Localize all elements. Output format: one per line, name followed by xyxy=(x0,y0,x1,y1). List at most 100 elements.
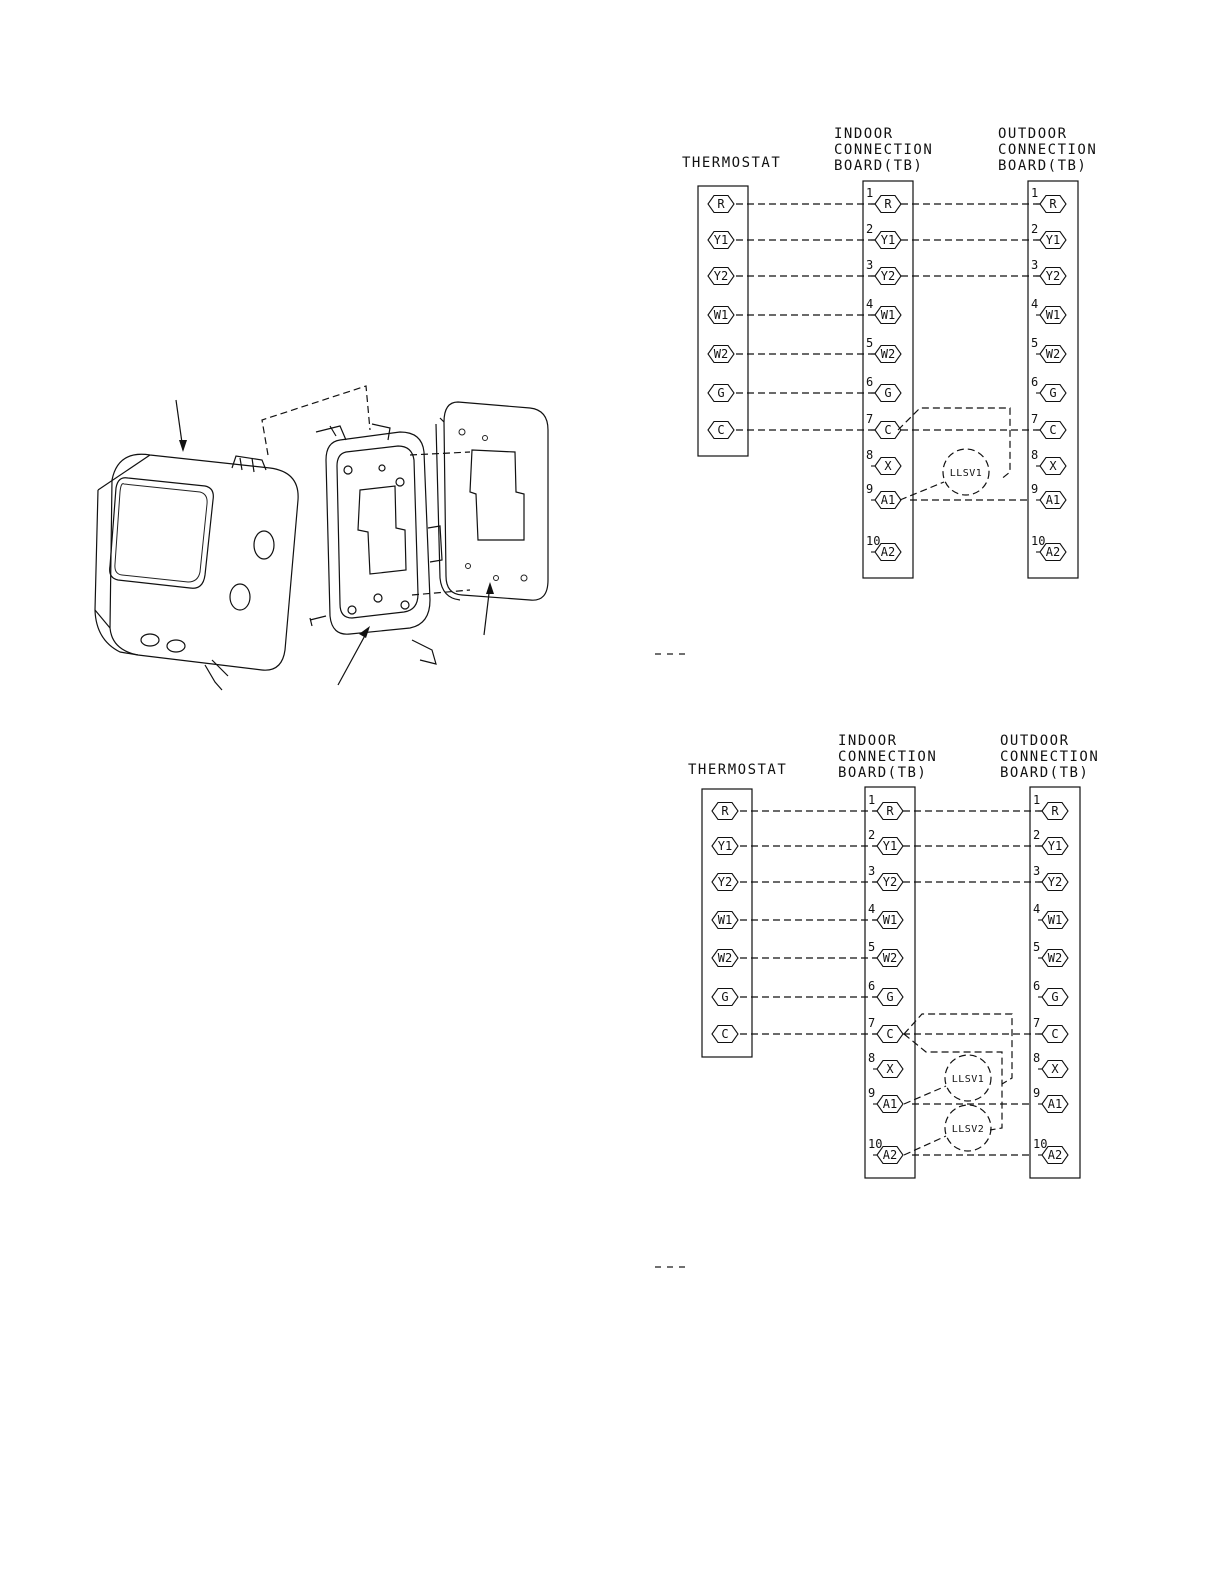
outdoor-w2-terminal-icon xyxy=(1041,948,1069,968)
outdoor-r-terminal-icon xyxy=(1041,801,1069,821)
outdoor-y1-terminal-icon xyxy=(1039,230,1067,250)
thermostat-c-terminal-label: C xyxy=(721,1027,728,1041)
outdoor-terminal-number-7: 7 xyxy=(1033,1016,1040,1030)
indoor-a2-terminal-icon xyxy=(874,542,902,562)
thermostat-c-terminal-label: C xyxy=(717,423,724,437)
thermostat-w1-terminal-icon xyxy=(711,910,739,930)
indoor-board-label-line2: CONNECTION xyxy=(838,749,937,765)
indoor-w1-terminal-label: W1 xyxy=(881,308,895,322)
indoor-terminal-number-6: 6 xyxy=(866,375,873,389)
indoor-x-terminal-label: X xyxy=(886,1062,894,1076)
outdoor-board-label-line2: CONNECTION xyxy=(1000,749,1099,765)
indoor-x-terminal-label: X xyxy=(884,459,892,473)
indoor-g-terminal-label: G xyxy=(884,386,891,400)
indoor-terminal-number-1: 1 xyxy=(866,186,873,200)
outdoor-y2-terminal-icon xyxy=(1041,872,1069,892)
indoor-g-terminal-icon xyxy=(874,383,902,403)
outdoor-board-label-line1: OUTDOOR xyxy=(1000,733,1070,749)
llsv2-solenoid xyxy=(944,1104,992,1152)
indoor-r-terminal-icon xyxy=(874,194,902,214)
thermostat-w2-terminal-icon xyxy=(707,344,735,364)
outdoor-terminal-number-7: 7 xyxy=(1031,412,1038,426)
outdoor-y2-terminal-label: Y2 xyxy=(1046,269,1060,283)
outdoor-a2-terminal-icon xyxy=(1041,1145,1069,1165)
thermostat-label: THERMOSTAT xyxy=(688,762,787,778)
outdoor-terminal-number-9: 9 xyxy=(1031,482,1038,496)
indoor-terminal-number-4: 4 xyxy=(868,902,875,916)
thermostat-y2-terminal-icon xyxy=(707,266,735,286)
outdoor-w1-terminal-icon xyxy=(1039,305,1067,325)
indoor-g-terminal-icon xyxy=(876,987,904,1007)
indoor-a2-terminal-label: A2 xyxy=(881,545,895,559)
outdoor-g-terminal-label: G xyxy=(1051,990,1058,1004)
outdoor-a1-terminal-icon xyxy=(1041,1094,1069,1114)
leader-line-base xyxy=(337,629,369,686)
indoor-terminal-number-3: 3 xyxy=(866,258,873,272)
outdoor-terminal-number-5: 5 xyxy=(1033,940,1040,954)
outdoor-board-label-line2: CONNECTION xyxy=(998,142,1097,158)
indoor-a1-terminal-icon xyxy=(876,1094,904,1114)
outdoor-terminal-number-3: 3 xyxy=(1033,864,1040,878)
outdoor-a1-terminal-label: A1 xyxy=(1048,1097,1062,1111)
llsv1-solenoid xyxy=(942,448,990,496)
indoor-w2-terminal-label: W2 xyxy=(881,347,895,361)
outdoor-w1-terminal-label: W1 xyxy=(1048,913,1062,927)
indoor-terminal-number-2: 2 xyxy=(868,828,875,842)
indoor-y1-terminal-icon xyxy=(874,230,902,250)
outdoor-terminal-number-1: 1 xyxy=(1033,793,1040,807)
indoor-y2-terminal-icon xyxy=(876,872,904,892)
thermostat-g-terminal-label: G xyxy=(717,386,724,400)
outdoor-terminal-number-6: 6 xyxy=(1033,979,1040,993)
outdoor-a2-terminal-icon xyxy=(1039,542,1067,562)
outdoor-terminal-number-6: 6 xyxy=(1031,375,1038,389)
thermostat-y2-terminal-label: Y2 xyxy=(714,269,728,283)
indoor-g-terminal-label: G xyxy=(886,990,893,1004)
llsv1-solenoid xyxy=(944,1054,992,1102)
outdoor-terminal-number-5: 5 xyxy=(1031,336,1038,350)
llsv2-label: LLSV2 xyxy=(952,1124,985,1135)
thermostat-y1-terminal-icon xyxy=(711,836,739,856)
outdoor-terminal-number-8: 8 xyxy=(1033,1051,1040,1065)
thermostat-subbase-icon xyxy=(309,423,443,665)
outdoor-terminal-number-9: 9 xyxy=(1033,1086,1040,1100)
indoor-y2-terminal-label: Y2 xyxy=(883,875,897,889)
indoor-y2-terminal-label: Y2 xyxy=(881,269,895,283)
indoor-terminal-number-5: 5 xyxy=(866,336,873,350)
thermostat-block xyxy=(701,788,753,1058)
outdoor-terminal-number-2: 2 xyxy=(1031,222,1038,236)
thermostat-y2-terminal-icon xyxy=(711,872,739,892)
thermostat-r-terminal-label: R xyxy=(721,804,729,818)
llsv1-label: LLSV1 xyxy=(950,468,983,479)
outdoor-g-terminal-label: G xyxy=(1049,386,1056,400)
outdoor-c-terminal-label: C xyxy=(1049,423,1056,437)
indoor-terminal-number-10: 10 xyxy=(868,1137,882,1151)
indoor-r-terminal-icon xyxy=(876,801,904,821)
thermostat-w1-terminal-label: W1 xyxy=(718,913,732,927)
thermostat-y2-terminal-label: Y2 xyxy=(718,875,732,889)
indoor-board-label-line1: INDOOR xyxy=(834,126,894,142)
indoor-c-terminal-label: C xyxy=(884,423,891,437)
indoor-terminal-number-9: 9 xyxy=(866,482,873,496)
outdoor-a1-terminal-label: A1 xyxy=(1046,493,1060,507)
indoor-board-label-line1: INDOOR xyxy=(838,733,898,749)
indoor-r-terminal-label: R xyxy=(886,804,894,818)
llsv1-label: LLSV1 xyxy=(952,1074,985,1085)
indoor-terminal-number-9: 9 xyxy=(868,1086,875,1100)
outdoor-x-terminal-icon xyxy=(1041,1059,1069,1079)
outdoor-r-terminal-label: R xyxy=(1049,197,1057,211)
outdoor-terminal-number-8: 8 xyxy=(1031,448,1038,462)
indoor-board-label-line2: CONNECTION xyxy=(834,142,933,158)
indoor-board-label-line3: BOARD(TB) xyxy=(838,765,927,781)
outdoor-y2-terminal-label: Y2 xyxy=(1048,875,1062,889)
thermostat-w2-terminal-icon xyxy=(711,948,739,968)
outdoor-terminal-number-2: 2 xyxy=(1033,828,1040,842)
outdoor-a1-terminal-icon xyxy=(1039,490,1067,510)
thermostat-w2-terminal-label: W2 xyxy=(714,347,728,361)
thermostat-r-terminal-icon xyxy=(711,801,739,821)
indoor-y1-terminal-icon xyxy=(876,836,904,856)
indoor-x-terminal-icon xyxy=(874,456,902,476)
thermostat-r-terminal-icon xyxy=(707,194,735,214)
indoor-board-block xyxy=(862,180,914,579)
